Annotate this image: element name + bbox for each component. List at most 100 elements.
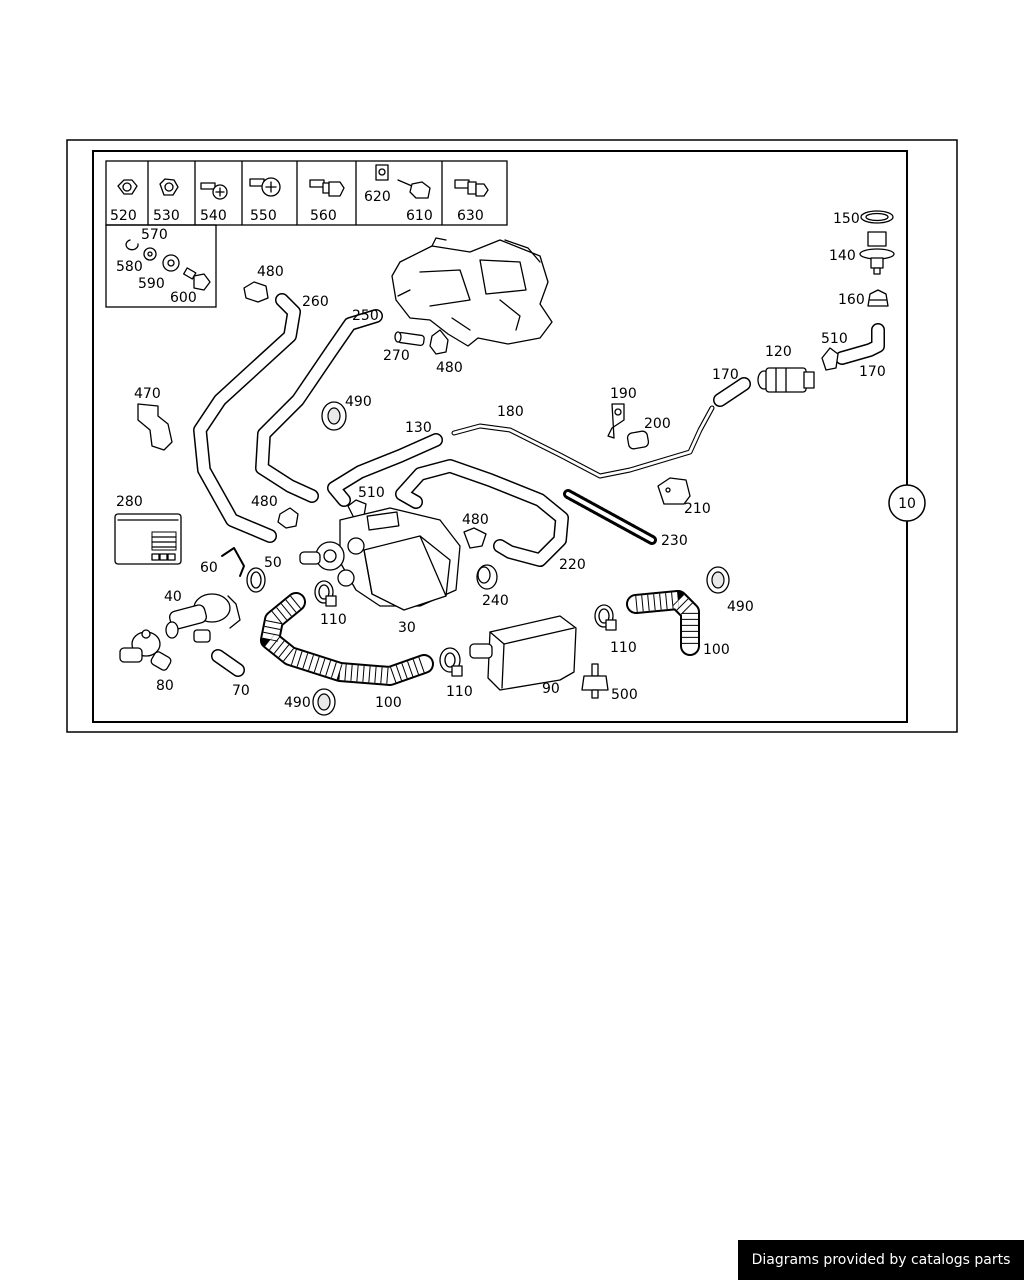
part-label: 470 — [134, 386, 161, 402]
part-label: 490 — [345, 394, 372, 410]
bolt-icon — [183, 267, 211, 291]
engine-outline — [391, 237, 553, 347]
hose-260[interactable] — [193, 293, 301, 543]
part-label: 180 — [497, 404, 524, 420]
thumb-label-530: 530 — [153, 208, 180, 224]
bracket-190[interactable] — [607, 403, 625, 439]
part-label: 510 — [358, 485, 385, 501]
screw-icon — [249, 177, 281, 197]
part-label: 100 — [375, 695, 402, 711]
thumb-label-550: 550 — [250, 208, 277, 224]
exhaust-hose-100a[interactable] — [260, 592, 434, 686]
part-label: 150 — [833, 211, 860, 227]
thumb-label-540: 540 — [200, 208, 227, 224]
valve-80[interactable] — [119, 629, 172, 672]
part-label: 60 — [200, 560, 218, 576]
fuel-line-180[interactable] — [451, 405, 715, 479]
fuel-pump-120[interactable] — [757, 367, 815, 393]
hose-170a[interactable] — [713, 377, 751, 407]
part-label: 480 — [436, 360, 463, 376]
spacer-240[interactable] — [476, 564, 498, 590]
screw-icon — [200, 182, 228, 200]
hose-220[interactable] — [395, 459, 569, 567]
rubber-mount-500[interactable] — [581, 663, 609, 699]
corrugated-hose-230[interactable] — [563, 489, 657, 545]
thumb-label-630: 630 — [457, 208, 484, 224]
cap-160[interactable] — [867, 289, 889, 307]
hose-170b[interactable] — [835, 323, 885, 365]
part-label: 80 — [156, 678, 174, 694]
thumb-label-620: 620 — [364, 189, 391, 205]
part-label: 260 — [302, 294, 329, 310]
water-pump-40[interactable] — [165, 593, 241, 643]
thumb-label-570: 570 — [141, 227, 168, 243]
clamp-110a[interactable] — [314, 580, 337, 607]
clip-bolt-icon — [375, 164, 431, 199]
part-label: 240 — [482, 593, 509, 609]
thumb-label-580: 580 — [116, 259, 143, 275]
part-label: 140 — [829, 248, 856, 264]
part-label: 110 — [610, 640, 637, 656]
part-label: 40 — [164, 589, 182, 605]
part-label: 500 — [611, 687, 638, 703]
clamp-110c[interactable] — [439, 647, 463, 677]
heater-unit-30[interactable] — [299, 507, 461, 611]
thumb-label-560: 560 — [310, 208, 337, 224]
part-label: 480 — [257, 264, 284, 280]
clamp-510a[interactable] — [821, 347, 839, 371]
nut-icon — [159, 178, 179, 196]
part-label: 200 — [644, 416, 671, 432]
thumb-label-590: 590 — [138, 276, 165, 292]
o-ring-150[interactable] — [860, 210, 894, 224]
clamp-480b[interactable] — [429, 329, 449, 355]
part-label: 220 — [559, 557, 586, 573]
hose-250[interactable] — [255, 309, 383, 503]
part-label: 110 — [446, 684, 473, 700]
washer-thumbnails: 570 580 590 600 — [105, 224, 217, 308]
bracket-470[interactable] — [137, 403, 173, 451]
bolt-icon — [309, 179, 345, 197]
hose-70[interactable] — [211, 649, 245, 677]
warning-label-280[interactable] — [114, 513, 182, 565]
clamp-480a[interactable] — [243, 281, 269, 303]
part-label: 480 — [462, 512, 489, 528]
part-label: 190 — [610, 386, 637, 402]
part-label: 130 — [405, 420, 432, 436]
section-marker[interactable]: 10 — [888, 484, 926, 522]
connector-270[interactable] — [394, 331, 425, 347]
bushing-490c[interactable] — [312, 688, 336, 716]
hose-130[interactable] — [327, 433, 443, 507]
clamp-510b[interactable] — [347, 499, 367, 519]
spring-washer-icon — [125, 239, 139, 251]
rubber-mount-210[interactable] — [657, 477, 691, 505]
part-label: 480 — [251, 494, 278, 510]
clamp-480c[interactable] — [277, 507, 299, 529]
bushing-490a[interactable] — [321, 401, 347, 431]
part-label: 170 — [712, 367, 739, 383]
ring-clip-60[interactable] — [221, 547, 245, 577]
part-label: 490 — [727, 599, 754, 615]
silencer-90[interactable] — [469, 615, 577, 691]
clamp-480d[interactable] — [463, 527, 487, 549]
part-label: 120 — [765, 344, 792, 360]
part-label: 50 — [264, 555, 282, 571]
part-label: 250 — [352, 308, 379, 324]
part-labels: 150 140 160 510 120 170 170 480 260 250 … — [116, 211, 886, 711]
fitting-140[interactable] — [859, 231, 895, 275]
part-label: 210 — [684, 501, 711, 517]
thumb-label-610: 610 — [406, 208, 433, 224]
part-label: 170 — [859, 364, 886, 380]
inner-frame — [92, 150, 908, 723]
outer-frame — [66, 139, 958, 733]
seal-ring-50[interactable] — [246, 567, 266, 593]
grommet-200[interactable] — [626, 430, 650, 450]
part-label: 160 — [838, 292, 865, 308]
credit-banner: Diagrams provided by catalogs parts — [738, 1240, 1024, 1280]
part-label: 270 — [383, 348, 410, 364]
exhaust-elbow-100b[interactable] — [626, 590, 700, 656]
section-marker-label: 10 — [898, 496, 916, 512]
part-label: 30 — [398, 620, 416, 636]
clamp-110b[interactable] — [594, 604, 617, 631]
bushing-490b[interactable] — [706, 566, 730, 594]
